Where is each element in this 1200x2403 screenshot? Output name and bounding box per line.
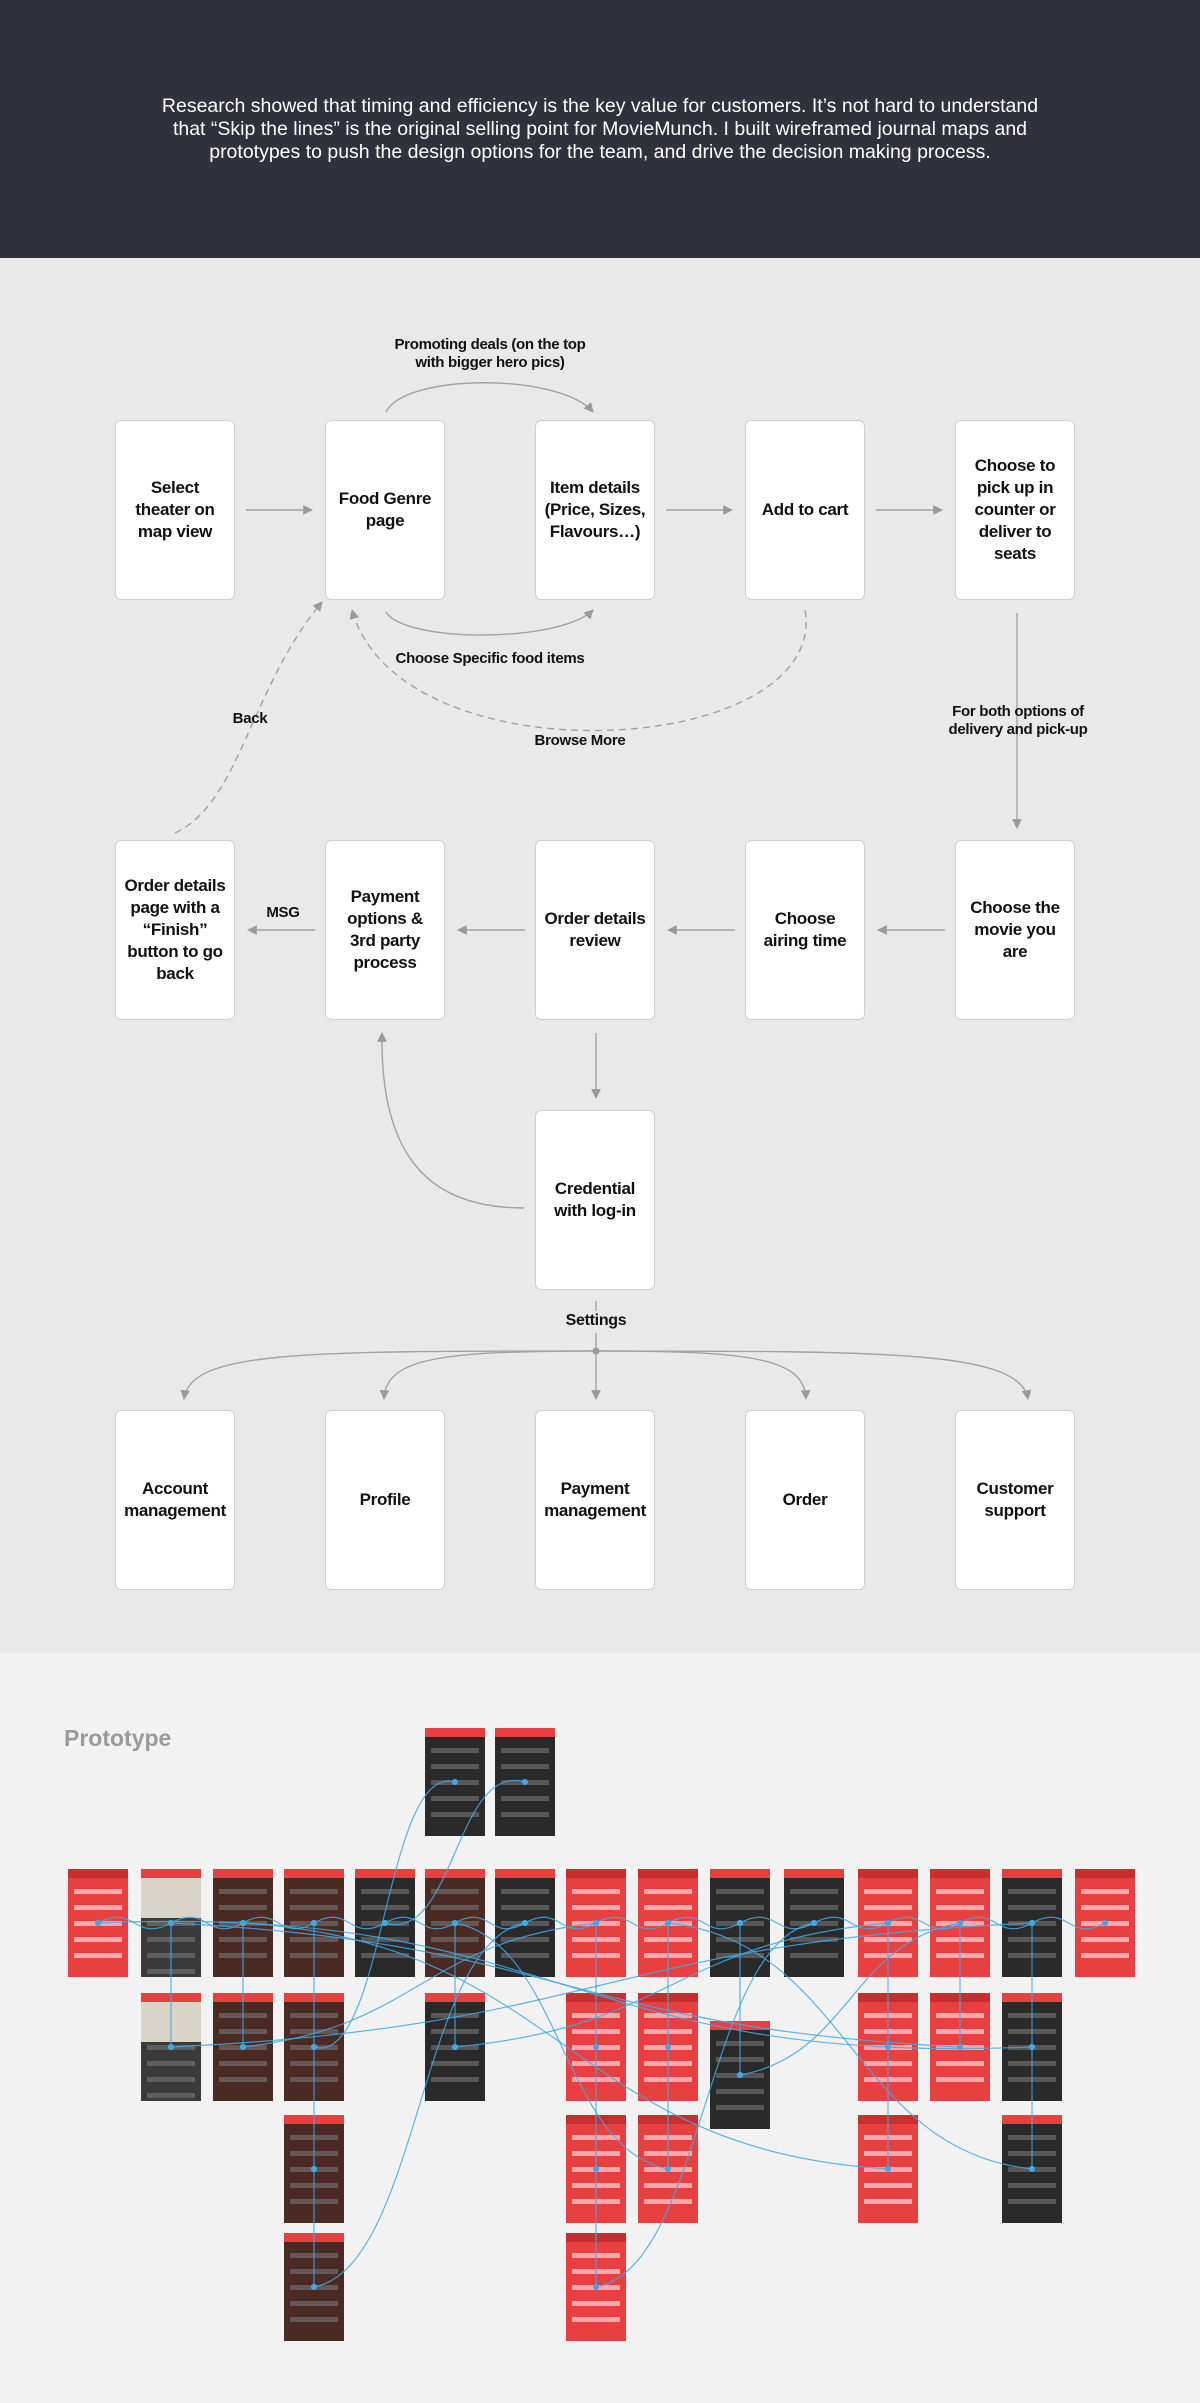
arrow-promoting-deals bbox=[385, 382, 594, 413]
flow-box-airing-time: Choose airing time bbox=[745, 840, 865, 1020]
prototype-link bbox=[595, 1916, 669, 1930]
prototype-link bbox=[454, 1922, 889, 2048]
flow-box-choose-movie: Choose the movie you are bbox=[955, 840, 1075, 1020]
prototype-link-dot bbox=[811, 1920, 817, 1926]
prototype-link bbox=[170, 1922, 1033, 2048]
prototype-link bbox=[667, 1922, 1033, 2170]
label-browse-more: Browse More bbox=[534, 732, 626, 749]
arrow-settings-order bbox=[595, 1350, 811, 1400]
prototype-link bbox=[313, 1922, 526, 2288]
user-flow-diagram: Select theater on map view Food Genre pa… bbox=[0, 258, 1200, 1653]
label-promoting-deals: Promoting deals (on the top with bigger … bbox=[394, 336, 586, 371]
flow-box-item-details: Item details (Price, Sizes, Flavours…) bbox=[535, 420, 655, 600]
prototype-link-dot bbox=[95, 1920, 101, 1926]
flow-box-payment-options: Payment options & 3rd party process bbox=[325, 840, 445, 1020]
prototype-link-dot bbox=[522, 1920, 528, 1926]
prototype-link bbox=[313, 1780, 456, 2049]
prototype-link-dot bbox=[665, 1920, 671, 1926]
flow-box-order-finish: Order details page with a “Finish” butto… bbox=[115, 840, 235, 1020]
prototype-link-dot bbox=[593, 1920, 599, 1926]
flow-box-add-to-cart: Add to cart bbox=[745, 420, 865, 600]
prototype-link-dot bbox=[1029, 2044, 1035, 2050]
prototype-section: Prototype bbox=[0, 1653, 1200, 2403]
prototype-link-dot bbox=[737, 1920, 743, 1926]
prototype-link-dot bbox=[737, 2072, 743, 2078]
prototype-link bbox=[384, 1779, 526, 1926]
arrow-back bbox=[174, 601, 323, 834]
prototype-link-dot bbox=[885, 1920, 891, 1926]
prototype-link-dot bbox=[452, 1779, 458, 1785]
prototype-link bbox=[595, 1922, 815, 2288]
prototype-link-dot bbox=[665, 2044, 671, 2050]
prototype-link-dot bbox=[665, 2166, 671, 2172]
flow-box-payment-management: Payment management bbox=[535, 1410, 655, 1590]
label-back: Back bbox=[232, 710, 268, 727]
prototype-link bbox=[454, 1916, 526, 1930]
label-both-options: For both options of delivery and pick-up bbox=[948, 703, 1088, 738]
prototype-link-dot bbox=[522, 1779, 528, 1785]
prototype-link bbox=[313, 1916, 386, 1930]
label-msg: MSG bbox=[266, 904, 300, 921]
flow-box-credential: Credential with log-in bbox=[535, 1110, 655, 1290]
prototype-link-dot bbox=[957, 1920, 963, 1926]
prototype-title: Prototype bbox=[64, 1725, 172, 1751]
prototype-link bbox=[454, 1922, 669, 2170]
prototype-link bbox=[242, 1922, 597, 2048]
prototype-board bbox=[68, 1728, 1135, 2341]
prototype-link bbox=[97, 1920, 1033, 2050]
arrow-browse-more bbox=[349, 609, 807, 732]
arrow-settings-profile bbox=[379, 1350, 597, 1400]
intro-banner: Research showed that timing and efficien… bbox=[0, 0, 1200, 258]
prototype-link bbox=[813, 1916, 889, 1930]
prototype-link bbox=[524, 1916, 597, 1930]
prototype-link bbox=[242, 1922, 889, 2170]
flow-box-order-review: Order details review bbox=[535, 840, 655, 1020]
prototype-link-dot bbox=[452, 2044, 458, 2050]
arrow-choose-specific bbox=[385, 609, 594, 636]
flow-box-pickup-or-deliver: Choose to pick up in counter or deliver … bbox=[955, 420, 1075, 600]
prototype-link-dot bbox=[311, 2284, 317, 2290]
flow-box-food-genre: Food Genre page bbox=[325, 420, 445, 600]
flow-box-account-management: Account management bbox=[115, 1410, 235, 1590]
prototype-link bbox=[739, 1916, 815, 1930]
flow-box-customer-support: Customer support bbox=[955, 1410, 1075, 1590]
prototype-link-dot bbox=[1029, 2166, 1035, 2172]
arrow-settings-support bbox=[595, 1350, 1032, 1400]
prototype-link-dot bbox=[311, 2166, 317, 2172]
prototype-link bbox=[887, 1916, 961, 1930]
prototype-link-dot bbox=[1029, 1920, 1035, 1926]
prototype-link-dot bbox=[885, 2166, 891, 2172]
prototype-link-dot bbox=[240, 2044, 246, 2050]
prototype-link-dot bbox=[593, 2044, 599, 2050]
prototype-link-dot bbox=[593, 2166, 599, 2172]
prototype-link-dot bbox=[593, 2284, 599, 2290]
label-settings: Settings bbox=[565, 1312, 627, 1329]
prototype-link bbox=[384, 1916, 456, 1930]
prototype-link-dot bbox=[168, 2044, 174, 2050]
prototype-link-dot bbox=[311, 1920, 317, 1926]
prototype-link-dot bbox=[452, 1920, 458, 1926]
settings-node bbox=[592, 1347, 600, 1355]
flow-connectors bbox=[174, 382, 1032, 1400]
arrow-credential-to-payment bbox=[376, 1032, 525, 1209]
arrow-settings-account bbox=[180, 1350, 597, 1400]
prototype-link bbox=[1031, 1916, 1106, 1930]
label-choose-specific: Choose Specific food items bbox=[395, 650, 585, 667]
prototype-link-dot bbox=[382, 1920, 388, 1926]
flow-box-select-theater: Select theater on map view bbox=[115, 420, 235, 600]
flow-box-order: Order bbox=[745, 1410, 865, 1590]
prototype-link bbox=[739, 1922, 961, 2076]
prototype-link-dot bbox=[311, 2044, 317, 2050]
prototype-link bbox=[97, 1916, 172, 1930]
intro-text: Research showed that timing and efficien… bbox=[161, 95, 1039, 163]
flow-box-profile: Profile bbox=[325, 1410, 445, 1590]
prototype-link bbox=[667, 1916, 741, 1930]
prototype-link-dot bbox=[1102, 1920, 1108, 1926]
prototype-link bbox=[959, 1916, 1033, 1930]
